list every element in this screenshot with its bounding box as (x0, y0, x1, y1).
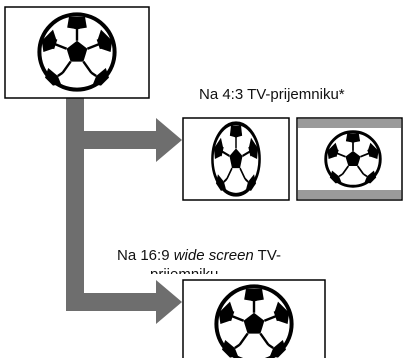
tv43-letterbox-frame (296, 117, 403, 201)
arrow-branch-43 (66, 131, 158, 149)
source-frame (4, 6, 150, 99)
label-43-tv: Na 4:3 TV-prijemniku* (199, 86, 345, 103)
arrow-head-43 (156, 118, 182, 162)
flow-arrows (66, 80, 182, 324)
label-169-tv: Na 16:9 wide screen TV- (117, 247, 281, 265)
arrow-branch-169 (66, 293, 158, 311)
arrow-head-169 (156, 280, 182, 324)
arrow-stem (66, 80, 84, 310)
letterbox-bar-bottom (298, 190, 401, 199)
label-169-prefix: Na 16:9 (117, 247, 174, 264)
label-169-overflow: prijemniku (150, 266, 230, 274)
soccer-ball-icon (324, 130, 382, 188)
label-169-italic: wide screen (173, 247, 254, 264)
tv169-frame (182, 279, 326, 358)
soccer-ball-icon (216, 286, 291, 358)
label-169-cut-text: prijemniku (150, 266, 218, 274)
label-169-suffix: TV- (253, 247, 281, 264)
letterbox-bar-top (298, 119, 401, 128)
tv43-squeezed-frame (182, 117, 290, 201)
soccer-ball-icon (37, 12, 117, 92)
soccer-ball-icon (210, 121, 262, 197)
